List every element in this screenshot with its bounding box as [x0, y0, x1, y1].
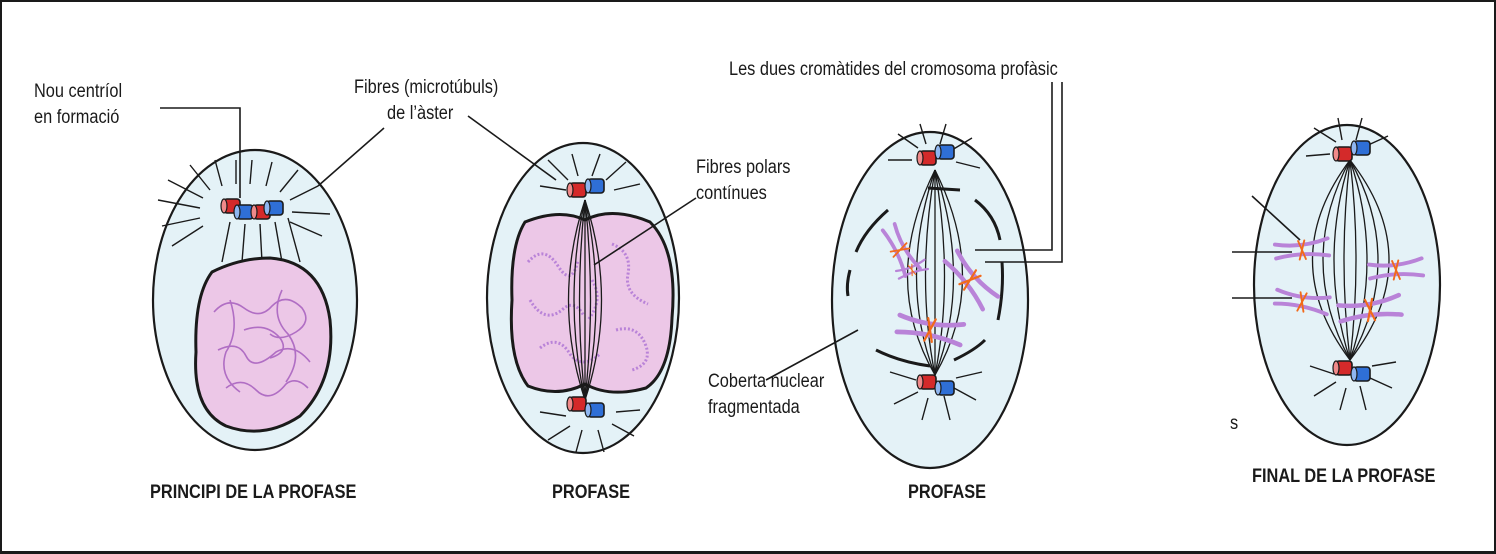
- cytoplasm: [832, 132, 1028, 468]
- leader-aster-fibres-1: [318, 128, 384, 186]
- label-nuclear-envelope-line2: fragmentada: [708, 396, 800, 420]
- cell-early-prophase: [153, 150, 357, 450]
- label-new-centriole-line1: Nou centríol: [34, 80, 122, 104]
- label-aster-fibres-line1: Fibres (microtúbuls): [354, 76, 498, 100]
- label-polar-fibres-line2: contínues: [696, 182, 767, 206]
- caption-early-prophase: PRINCIPI DE LA PROFASE: [150, 482, 356, 504]
- nucleus: [196, 258, 331, 431]
- cytoplasm: [1254, 125, 1440, 445]
- label-nuclear-envelope-line1: Coberta nuclear: [708, 370, 824, 394]
- caption-late-prophase: FINAL DE LA PROFASE: [1252, 466, 1435, 488]
- cell-prophase-1: [487, 143, 679, 453]
- label-aster-fibres-line2: de l’àster: [387, 102, 453, 126]
- cell-prophase-2: [832, 124, 1028, 468]
- label-chromatids: Les dues cromàtides del cromosoma profàs…: [729, 58, 1058, 82]
- caption-prophase-1: PROFASE: [552, 482, 630, 504]
- label-polar-fibres-line1: Fibres polars: [696, 156, 790, 180]
- label-new-centriole-line2: en formació: [34, 106, 119, 130]
- leader-aster-fibres-2: [468, 116, 556, 180]
- cell-late-prophase: [1254, 118, 1440, 445]
- label-stray-letter: s: [1230, 412, 1238, 436]
- caption-prophase-2: PROFASE: [908, 482, 986, 504]
